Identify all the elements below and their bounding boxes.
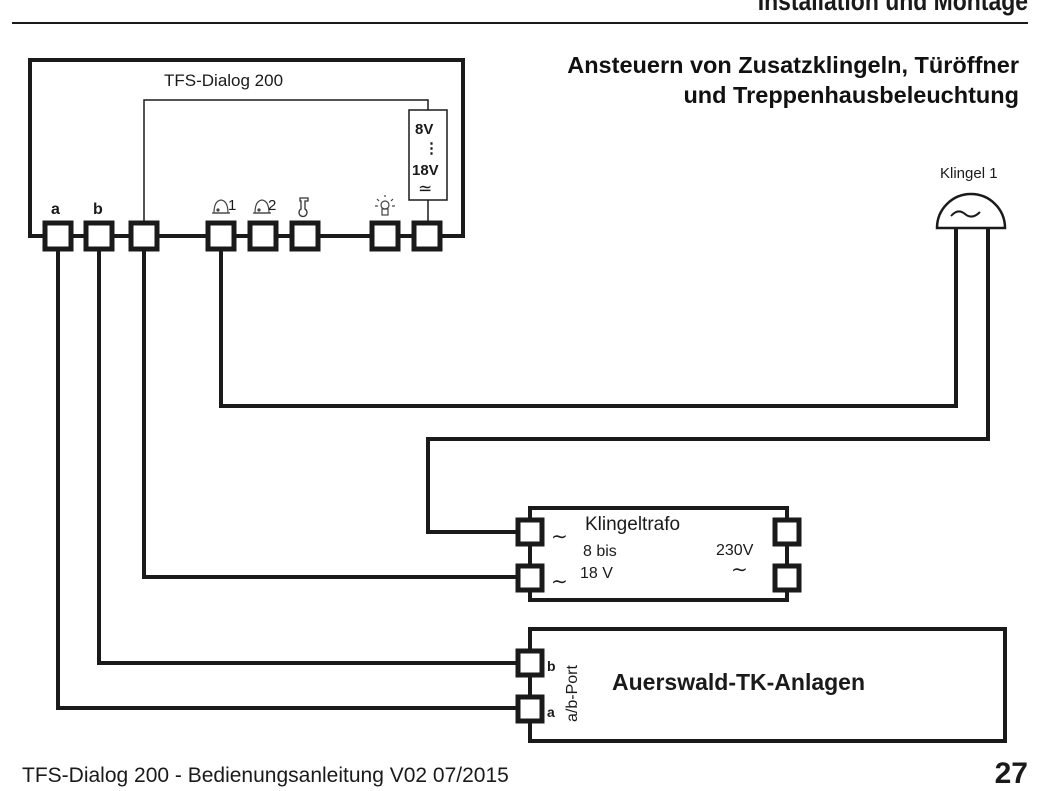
pbx-box bbox=[528, 627, 1007, 743]
transformer-out-line2: 18 V bbox=[580, 565, 613, 582]
transformer-in-voltage: 230V bbox=[716, 542, 754, 559]
transformer-in-terminal-2 bbox=[772, 563, 802, 593]
wire-common-to-trafo bbox=[142, 249, 517, 579]
pbx-port-b-terminal bbox=[515, 648, 545, 678]
pbx-name: Auerswald-TK-Anlagen bbox=[612, 669, 865, 695]
footer-document-title: TFS-Dialog 200 - Bedienungsanleitung V02… bbox=[22, 764, 509, 787]
bell-1-icon bbox=[212, 199, 230, 214]
pbx-port-a-label: a bbox=[547, 704, 555, 720]
transformer-box bbox=[528, 506, 789, 602]
terminal-b bbox=[83, 220, 115, 252]
voltage-dots: ⋮ bbox=[424, 140, 439, 157]
section-title-line-1: Ansteuern von Zusatzklingeln, Türöffner bbox=[567, 52, 1019, 78]
internal-supply-line bbox=[143, 99, 429, 237]
header-title: Installation und Montage bbox=[757, 0, 1028, 16]
wire-bell1-to-klingel bbox=[219, 229, 958, 408]
door-opener-icon bbox=[298, 197, 309, 218]
transformer-ac-in: ∼ bbox=[731, 559, 748, 581]
footer-page-number: 27 bbox=[994, 757, 1028, 790]
terminal-a bbox=[42, 220, 74, 252]
transformer-ac-out-1: ∼ bbox=[551, 526, 568, 548]
wire-b-to-pbx bbox=[97, 249, 517, 665]
pbx-port-label: a/b-Port bbox=[564, 665, 581, 722]
transformer-out-line1: 8 bis bbox=[583, 543, 617, 560]
bell-2-icon bbox=[253, 199, 271, 214]
terminal-bell-2 bbox=[247, 220, 279, 252]
transformer-out-terminal-1 bbox=[515, 517, 545, 547]
terminal-a-label: a bbox=[51, 201, 60, 218]
header-divider bbox=[12, 22, 1028, 24]
pbx-port-b-label: b bbox=[547, 658, 556, 674]
terminal-door-opener bbox=[289, 220, 321, 252]
transformer-out-terminal-2 bbox=[515, 563, 545, 593]
device-name: TFS-Dialog 200 bbox=[164, 71, 283, 90]
terminal-supply bbox=[411, 220, 443, 252]
bell-1-index: 1 bbox=[228, 197, 236, 214]
terminal-bell-1 bbox=[205, 220, 237, 252]
pbx-port-a-terminal bbox=[515, 694, 545, 724]
wire-klingel-to-trafo bbox=[426, 229, 990, 534]
light-bulb-icon bbox=[375, 195, 395, 216]
section-title-line-2: und Treppenhausbeleuchtung bbox=[683, 82, 1019, 108]
voltage-bottom-label: 18V bbox=[412, 162, 439, 179]
bell-symbol bbox=[935, 192, 1007, 230]
bell-label: Klingel 1 bbox=[940, 165, 998, 182]
wire-a-to-pbx bbox=[56, 249, 517, 710]
bell-2-index: 2 bbox=[268, 197, 276, 214]
transformer-in-terminal-1 bbox=[772, 517, 802, 547]
terminal-light bbox=[369, 220, 401, 252]
device-housing bbox=[28, 58, 465, 238]
terminal-common bbox=[128, 220, 160, 252]
voltage-ac-symbol: ≃ bbox=[418, 179, 432, 198]
voltage-box bbox=[408, 109, 448, 201]
transformer-name: Klingeltrafo bbox=[585, 514, 680, 535]
voltage-top-label: 8V bbox=[415, 121, 433, 138]
transformer-ac-out-2: ∼ bbox=[551, 571, 568, 593]
terminal-b-label: b bbox=[93, 201, 103, 218]
